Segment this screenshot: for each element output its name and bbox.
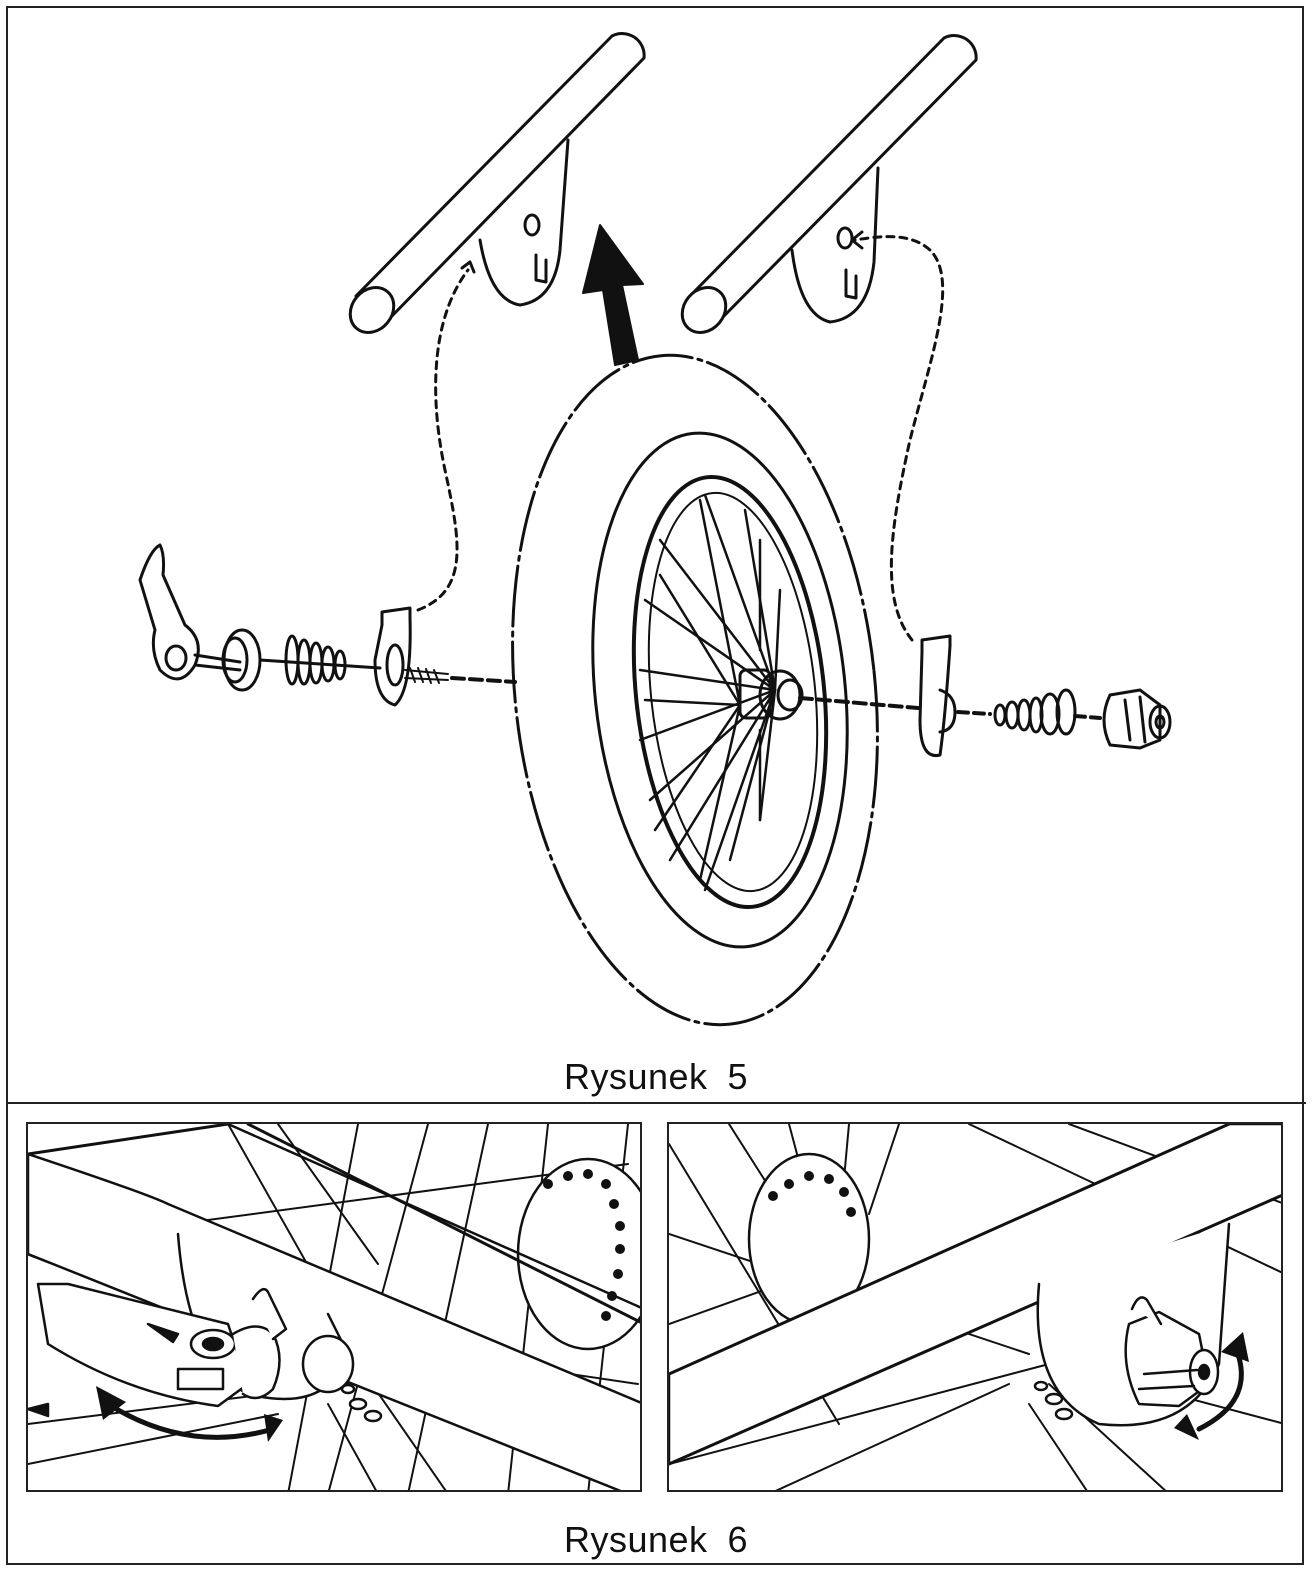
quick-release-close-up — [28, 1124, 640, 1490]
quick-release-lever — [138, 543, 242, 681]
left-axle-line — [450, 676, 517, 684]
washer — [221, 628, 382, 692]
figure-divider — [6, 1102, 1306, 1104]
rotate-arrow-icon — [96, 1386, 283, 1442]
right-dashed-path — [853, 235, 945, 642]
figure-5-number: 5 — [727, 1056, 749, 1097]
axle-nut — [1102, 688, 1172, 750]
rotate-arrow-icon — [1174, 1332, 1249, 1440]
figure-6-right-panel — [667, 1122, 1283, 1492]
left-spring — [284, 634, 347, 686]
figure-5-caption: Rysunek 5 — [0, 1056, 1312, 1098]
up-arrow-icon — [582, 224, 644, 366]
axle-nut — [1124, 1296, 1220, 1408]
right-spring — [993, 688, 1077, 736]
left-frame-tube — [348, 32, 646, 334]
right-dropout-clip — [918, 634, 957, 758]
figure-6-left-panel — [26, 1122, 642, 1492]
figure-6-number: 6 — [727, 1519, 749, 1560]
figure-5-label: Rysunek — [563, 1056, 708, 1097]
left-dashed-path — [416, 268, 470, 612]
right-axle-line — [798, 696, 920, 710]
figure-6-caption: Rysunek 6 — [0, 1519, 1312, 1561]
axle-nut-close-up — [669, 1124, 1281, 1490]
quick-release-lever — [36, 1282, 288, 1408]
left-dropout-clip — [373, 606, 449, 707]
right-frame-tube — [680, 34, 978, 334]
wheel — [511, 353, 879, 1027]
figure-6-label: Rysunek — [563, 1519, 708, 1560]
figure-5-illustration — [138, 32, 1172, 1027]
page-frame — [6, 6, 1304, 1565]
